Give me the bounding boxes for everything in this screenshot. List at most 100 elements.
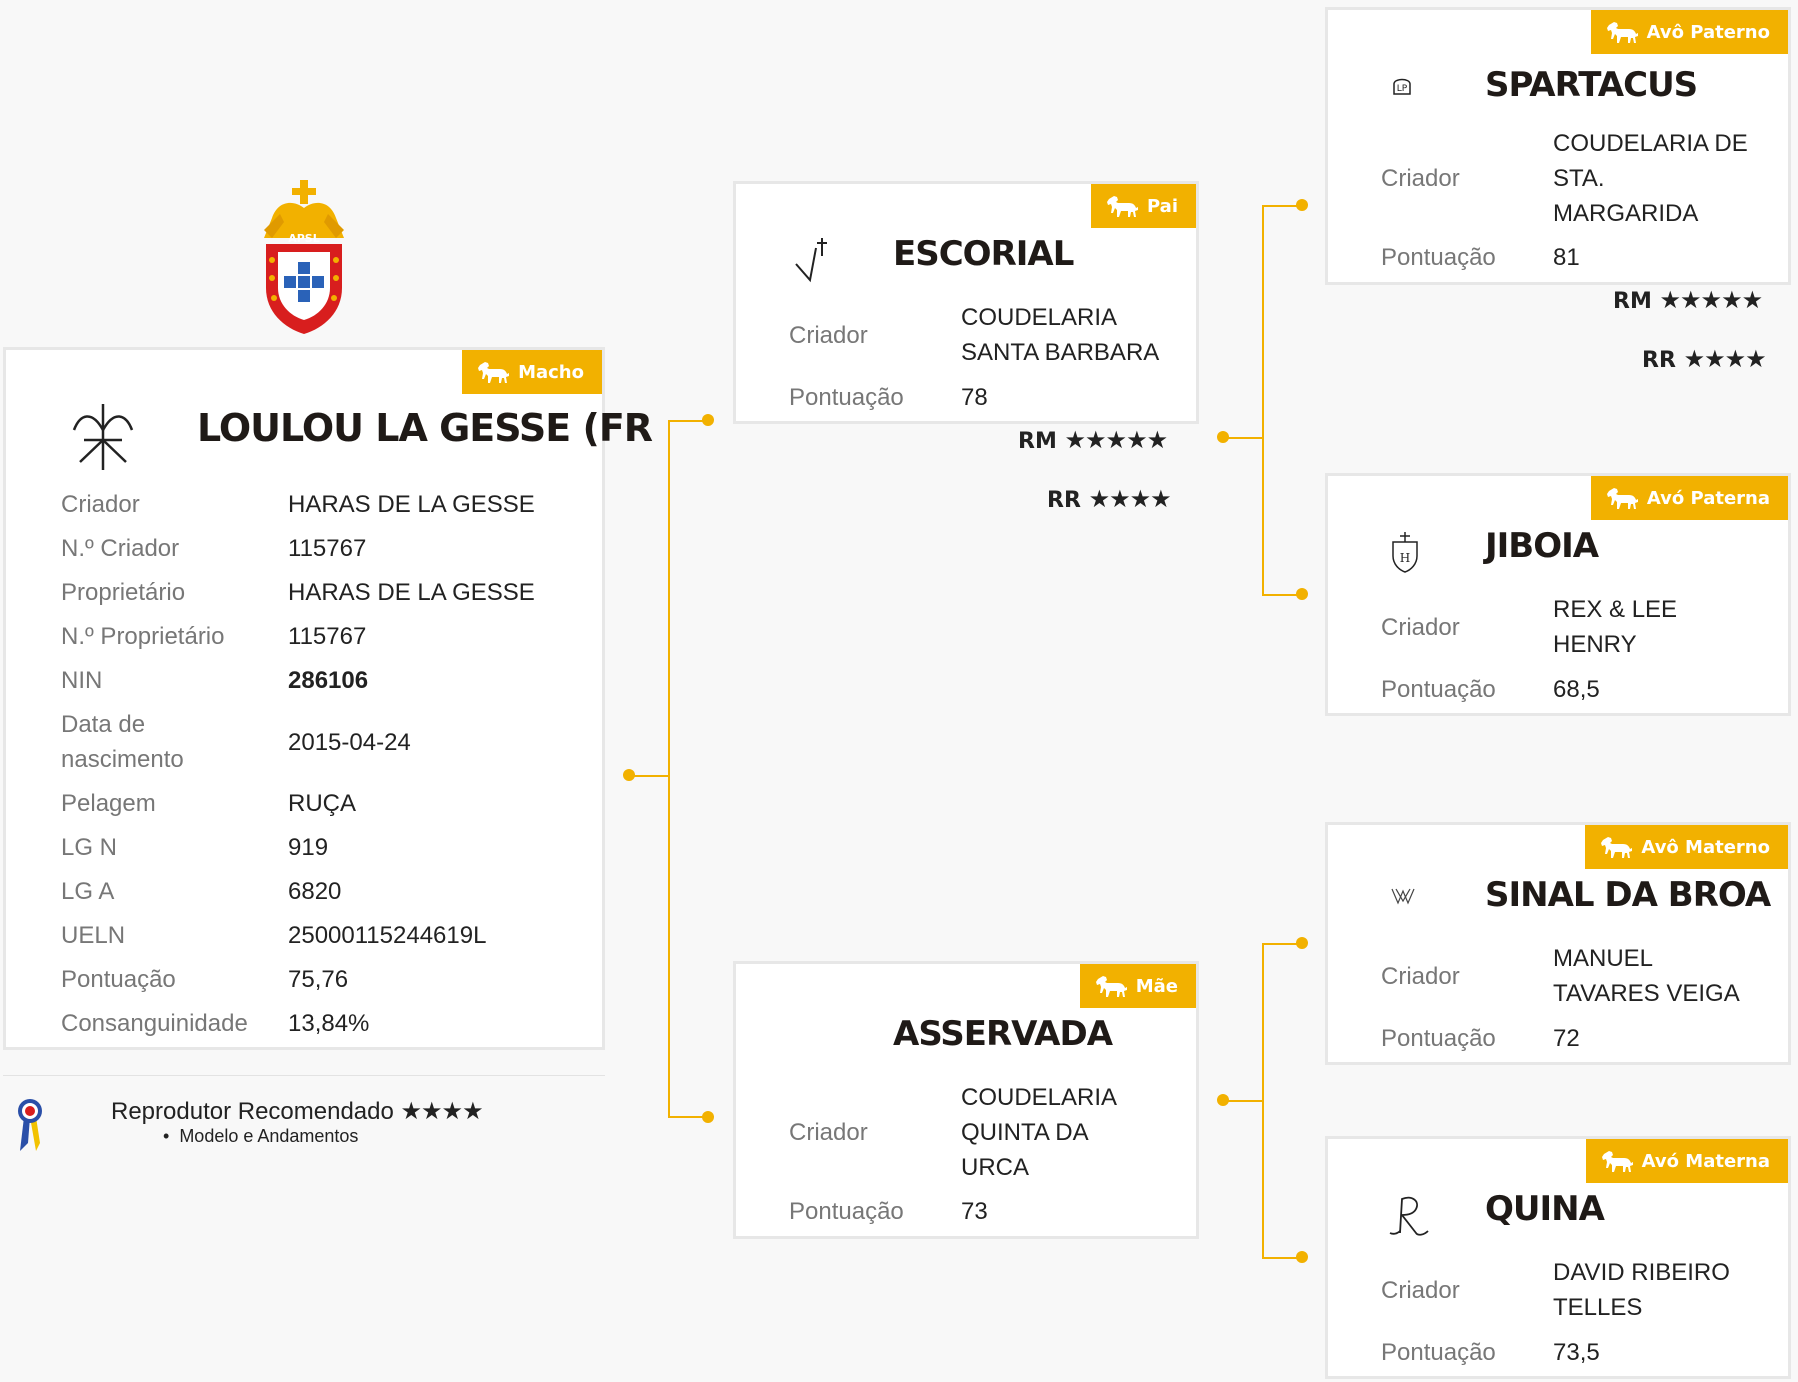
breeder-value: STA. [1553,165,1605,192]
main-horse-card: Macho LOULOU LA GESSE (FR Criador HARAS … [3,347,653,1050]
breeder-value: MARGARIDA [1553,200,1699,227]
field-label: UELN [61,922,126,949]
field-value: RUÇA [288,790,357,817]
connector-line [1262,205,1264,595]
breeder-value: COUDELARIA DE [1553,130,1748,157]
brand-mark-icon: H [1390,530,1420,578]
rating-stars: ★★★★★ [1659,286,1764,314]
rating-label: RM [1613,289,1652,314]
connector-dot [702,414,714,426]
score-value: 72 [1553,1025,1580,1052]
breeder-value: TELLES [1553,1294,1643,1321]
breeder-value: MANUEL [1553,945,1654,972]
badge-label: Avô Paterno [1646,21,1770,43]
connector-line [1262,943,1264,1258]
bullet-icon: • [163,1126,170,1146]
badge-label: Avó Paterna [1646,487,1770,509]
breeder-value: TAVARES VEIGA [1553,980,1740,1007]
breeder-value: COUDELARIA [961,304,1118,331]
field-label: LG A [61,878,115,905]
rating-stars: ★★★★ [1088,485,1172,513]
horse-icon [1600,1148,1634,1174]
maternal-grandfather-badge: Avô Materno [1585,825,1788,869]
breeder-value: SANTA BARBARA [961,339,1160,366]
brand-mark-icon [1390,885,1416,911]
connector-line [668,420,670,1117]
field-value: 2015-04-24 [288,729,411,756]
field-label: N.º Proprietário [61,623,225,650]
horse-icon [1094,973,1128,999]
connector-dot [1296,588,1308,600]
breeder-label: Criador [789,1119,868,1146]
field-label: LG N [61,834,118,861]
horse-icon [476,359,510,385]
recommendation-item-text: Modelo e Andamentos [179,1126,359,1146]
horse-name: LOULOU LA GESSE (FR [197,406,653,450]
connector-dot [1296,199,1308,211]
connector-line [1262,943,1302,945]
connector-line [668,420,708,422]
rating-label: RR [1642,348,1676,373]
horse-name: SPARTACUS [1485,65,1698,105]
score-value: 73 [961,1198,988,1225]
connector-line [1223,1100,1263,1102]
recommendation-title-text: Reprodutor Recomendado [111,1098,394,1125]
recommendation-stars: ★★★★ [400,1098,484,1125]
field-label: Data de [61,711,146,738]
mother-badge: Mãe [1079,964,1196,1008]
sex-badge: Macho [462,350,602,394]
rating-stars: ★★★★ [1683,345,1767,373]
rating-rr: RR ★★★★ [1047,485,1172,513]
svg-text:LP: LP [1397,84,1408,94]
horse-icon [1105,193,1139,219]
score-value: 81 [1553,244,1580,271]
breeder-value: DAVID RIBEIRO [1553,1259,1730,1286]
breeder-value: URCA [961,1154,1030,1181]
divider [3,1075,605,1076]
maternal-grandfather-card: Avô Materno SINAL DA BROA Criador MANUEL… [1325,822,1791,1065]
field-value: 919 [288,834,329,861]
connector-line [668,1116,708,1118]
connector-line [1262,205,1302,207]
horse-name: ASSERVADA [893,1014,1113,1054]
score-label: Pontuação [1381,676,1496,703]
breeder-label: Criador [1381,963,1460,990]
rating-stars: ★★★★★ [1064,426,1169,454]
breeder-label: Criador [1381,165,1460,192]
horse-name: SINAL DA BROA [1485,875,1771,915]
paternal-grandfather-badge: Avô Paterno [1590,10,1788,54]
recommendation-item: • Modelo e Andamentos [163,1126,358,1147]
badge-label: Avó Materna [1641,1150,1770,1172]
paternal-grandmother-badge: Avó Paterna [1590,476,1788,520]
score-label: Pontuação [1381,244,1496,271]
brand-mark-icon [792,236,832,290]
field-value: 115767 [288,623,367,650]
maternal-grandmother-card: Avó Materna QUINA Criador DAVID RIBEIRO … [1325,1136,1791,1379]
brand-mark-icon [1386,1193,1432,1241]
breeder-value: COUDELARIA [961,1084,1118,1111]
rating-label: RR [1047,488,1081,513]
paternal-grandmother-card: Avó Paterna H JIBOIA Criador REX & LEE H… [1325,473,1791,716]
horse-icon [1605,485,1639,511]
field-label: Criador [61,491,140,518]
horse-name: QUINA [1485,1189,1605,1229]
mother-card: Mãe ASSERVADA Criador COUDELARIA QUINTA … [733,961,1199,1239]
field-value: HARAS DE LA GESSE [288,579,535,606]
score-value: 78 [961,384,988,411]
score-value: 68,5 [1553,676,1600,703]
father-badge-label: Pai [1146,195,1178,217]
field-label: Pelagem [61,790,156,817]
apsl-logo: APSL [258,178,350,338]
breeder-label: Criador [1381,1277,1460,1304]
field-value: 25000115244619L [288,922,487,949]
horse-icon [1599,834,1633,860]
score-label: Pontuação [1381,1339,1496,1366]
badge-label: Avô Materno [1641,836,1770,858]
horse-name: ESCORIAL [893,234,1074,274]
mother-badge-label: Mãe [1135,975,1178,997]
field-label: Pontuação [61,966,176,993]
connector-line [1262,594,1302,596]
breeder-value: REX & LEE [1553,596,1678,623]
logo-text: APSL [288,232,320,245]
connector-dot [1296,937,1308,949]
